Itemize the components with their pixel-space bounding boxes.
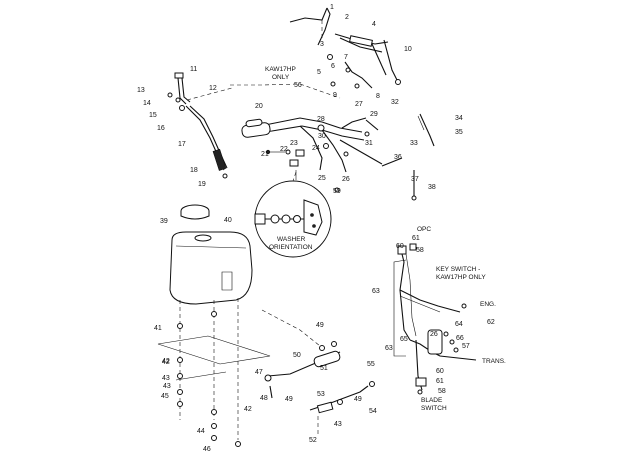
note-key-switch-line2: KAW17HP ONLY [436, 274, 486, 281]
callout-39: 39 [160, 218, 168, 225]
callout-5: 5 [317, 69, 321, 76]
callout-labels: 1 2 3 4 5 6 7 8 9 10 11 12 13 14 15 16 1… [137, 4, 495, 453]
callout-45: 45 [161, 393, 169, 400]
note-trans: TRANS. [482, 358, 506, 365]
callout-56: 56 [294, 82, 302, 89]
callout-7: 7 [344, 54, 348, 61]
callout-9: 9 [333, 92, 337, 99]
callout-40: 40 [224, 217, 232, 224]
callout-38: 38 [428, 184, 436, 191]
note-eng: ENG. [480, 301, 496, 308]
fuel-line-assembly [261, 309, 375, 434]
callout-60b: 60 [436, 368, 444, 375]
callout-27: 27 [355, 101, 363, 108]
callout-53: 53 [317, 391, 325, 398]
note-key-switch-line1: KEY SWITCH - [436, 266, 480, 273]
callout-16: 16 [157, 125, 165, 132]
washer-orientation-inset [254, 171, 332, 258]
callout-63a: 63 [372, 288, 380, 295]
note-kaw17hp-line1: KAW17HP [265, 66, 296, 73]
callout-64: 64 [455, 321, 463, 328]
callout-46: 46 [203, 446, 211, 453]
callout-54: 54 [369, 408, 377, 415]
callout-20: 20 [255, 103, 263, 110]
callout-49c: 49 [354, 396, 362, 403]
callout-24: 24 [312, 145, 320, 152]
callout-59: 59 [333, 188, 341, 195]
callout-41: 41 [154, 325, 162, 332]
callout-4: 4 [372, 21, 376, 28]
callout-10: 10 [404, 46, 412, 53]
callout-15: 15 [149, 112, 157, 119]
callout-14: 14 [143, 100, 151, 107]
pin-parts [245, 118, 305, 180]
callout-35: 35 [455, 129, 463, 136]
left-lever-assembly [167, 72, 233, 179]
callout-13: 13 [137, 87, 145, 94]
note-opc: OPC [417, 226, 431, 233]
callout-30: 30 [318, 133, 326, 140]
callout-37: 37 [411, 176, 419, 183]
callout-63b: 63 [385, 345, 393, 352]
callout-23: 23 [290, 140, 298, 147]
callout-42b: 42 [244, 406, 252, 413]
callout-3: 3 [320, 41, 324, 48]
callout-52: 52 [309, 437, 317, 444]
callout-6: 6 [331, 63, 335, 70]
callout-32: 32 [391, 99, 399, 106]
callout-44: 44 [197, 428, 205, 435]
diagram-notes: KAW17HP ONLY WASHER ORIENTATION OPC KEY … [265, 66, 506, 412]
note-blade-switch-line2: SWITCH [421, 405, 447, 412]
callout-62: 62 [487, 319, 495, 326]
callout-47: 47 [255, 369, 263, 376]
callout-18: 18 [190, 167, 198, 174]
callout-43b: 43 [163, 383, 171, 390]
callout-8: 8 [376, 93, 380, 100]
callout-49b: 49 [285, 396, 293, 403]
callout-43c: 43 [334, 421, 342, 428]
callout-51: 51 [320, 365, 328, 372]
callout-26: 26 [342, 176, 350, 183]
callout-49: 49 [316, 322, 324, 329]
note-washer-line1: WASHER [277, 236, 306, 243]
fuel-tank-assembly [157, 204, 271, 447]
callout-66: 66 [456, 335, 464, 342]
callout-43a: 43 [162, 375, 170, 382]
callout-28: 28 [317, 116, 325, 123]
callout-17: 17 [178, 141, 186, 148]
note-kaw17hp-line2: ONLY [272, 74, 290, 81]
callout-42a: 42 [162, 359, 170, 366]
callout-21: 21 [261, 151, 269, 158]
callout-33: 33 [410, 140, 418, 147]
callout-36: 36 [394, 154, 402, 161]
callout-58b: 58 [438, 388, 446, 395]
callout-12: 12 [209, 85, 217, 92]
callout-60a: 60 [396, 243, 404, 250]
note-washer-line2: ORIENTATION [269, 244, 313, 251]
callout-29: 29 [370, 111, 378, 118]
callout-19: 19 [198, 181, 206, 188]
control-lever-assembly [230, 7, 401, 99]
callout-55: 55 [367, 361, 375, 368]
callout-34: 34 [455, 115, 463, 122]
note-blade-switch-line1: BLADE [421, 397, 443, 404]
callout-11: 11 [190, 66, 197, 73]
callout-57: 57 [462, 343, 470, 350]
callout-48: 48 [260, 395, 268, 402]
callout-65: 65 [400, 336, 408, 343]
callout-1: 1 [330, 4, 334, 11]
callout-61b: 61 [436, 378, 444, 385]
callout-50: 50 [293, 352, 301, 359]
callout-2: 2 [345, 14, 349, 21]
wiring-harness [393, 243, 477, 395]
callout-42c: 42 [162, 358, 170, 365]
callout-22: 22 [280, 146, 288, 153]
callout-31: 31 [365, 140, 373, 147]
callout-26b: 26 [430, 331, 438, 338]
callout-25: 25 [318, 175, 326, 182]
callout-61a: 61 [412, 235, 420, 242]
callout-58a: 58 [416, 247, 424, 254]
